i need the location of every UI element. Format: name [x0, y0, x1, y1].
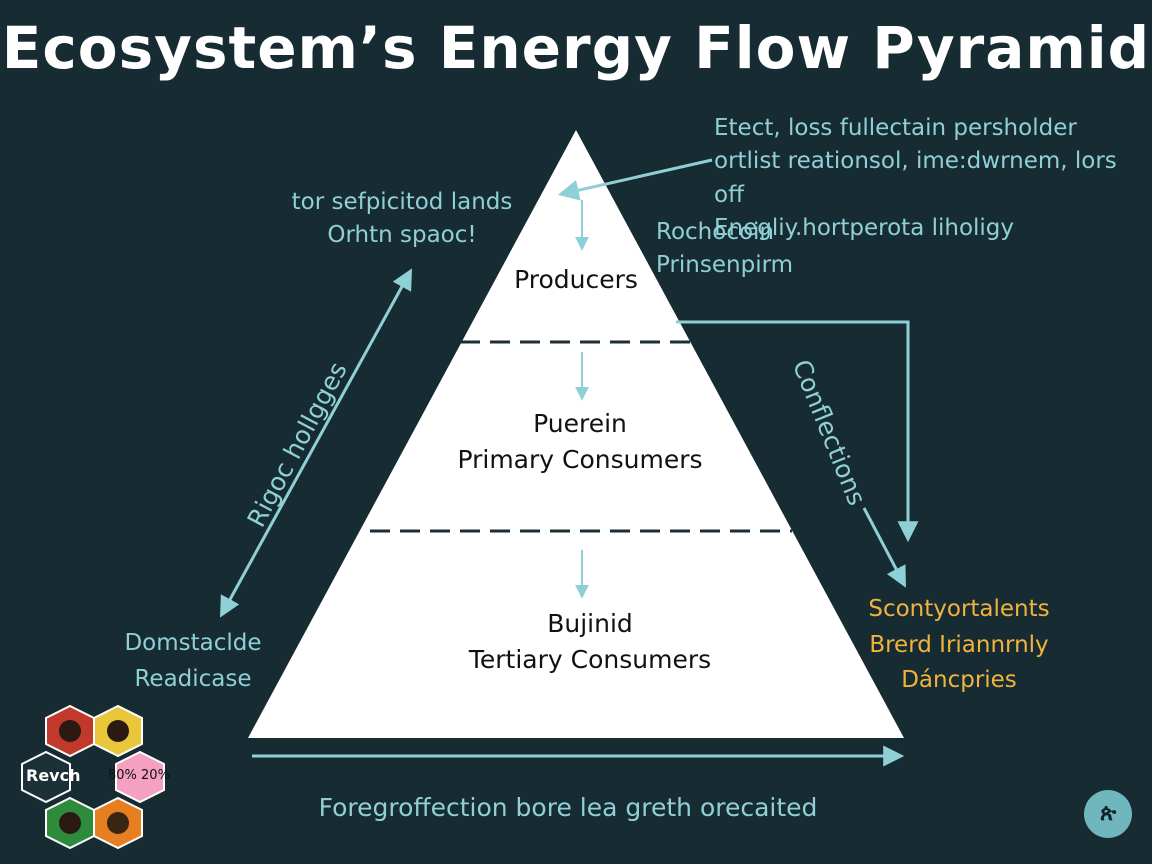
- tier-label: Primary Consumers: [457, 445, 703, 475]
- left-double-arrow: [219, 268, 413, 618]
- tier-label: Puerein: [533, 409, 627, 438]
- tier-producers: Producers: [476, 262, 676, 298]
- diagram-title: Ecosystem’s Energy Flow Pyramid: [1, 14, 1151, 82]
- annotation-line: Dáncpries: [901, 667, 1017, 694]
- logo-badge-icon: ጵ: [1084, 790, 1132, 838]
- annotation-top-left: tor sefpicitod lands Orhtn spaoc!: [272, 186, 532, 253]
- annotation-line: Orhtn spaoc!: [327, 222, 477, 249]
- tier-label: Bujinid: [547, 609, 633, 638]
- right-connector-arrow: [676, 320, 919, 543]
- label-line: Rochocoin: [656, 219, 774, 245]
- annotation-top-right: Etect, loss fullectain persholder ortlis…: [714, 112, 1152, 245]
- annotation-line: Etect, loss fullectain persholder: [714, 115, 1077, 141]
- tier-label: Producers: [514, 265, 638, 294]
- animal-icon-red: [59, 720, 81, 742]
- annotation-line: tor sefpicitod lands: [291, 189, 513, 215]
- label-line: Prinsenpirm: [656, 252, 794, 279]
- hex-dark: [21, 750, 71, 804]
- tier-tertiary-consumers: Bujinid Tertiary Consumers: [420, 606, 760, 679]
- right-diagonal-arrow: [862, 507, 906, 588]
- annotation-arrow: [557, 158, 713, 201]
- label-right-of-apex: Rochocoin Prinsenpirm: [656, 216, 793, 283]
- bottom-caption: Foregroffection bore lea greth orecaited: [318, 793, 818, 822]
- legend-center-label: Revch: [26, 766, 81, 785]
- tier-primary-consumers: Puerein Primary Consumers: [420, 406, 740, 479]
- annotation-line: Enegliy.hortperota liholigy: [714, 215, 1015, 242]
- legend-hexagons: [21, 704, 165, 850]
- annotation-line: ortlist reationsol, ime:dwrnem, lors off: [714, 148, 1117, 208]
- annotation-line: Readicase: [134, 665, 252, 692]
- animal-icon-yellow: [107, 720, 129, 742]
- annotation-bottom-left: Domstaclde Readicase: [116, 626, 270, 697]
- animal-icon-orange: [107, 812, 129, 834]
- annotation-line: Domstaclde: [124, 630, 262, 656]
- tier-label: Tertiary Consumers: [468, 645, 712, 675]
- legend-percent-label: 80% 20%: [108, 768, 170, 783]
- annotation-line: Scontyortalents: [868, 596, 1050, 622]
- animal-icon-green: [59, 812, 81, 834]
- annotation-line: Brerd Iriannrnly: [869, 631, 1049, 658]
- hex-pink: [115, 750, 165, 804]
- annotation-bottom-right: Scontyortalents Brerd Iriannrnly Dáncpri…: [856, 592, 1062, 699]
